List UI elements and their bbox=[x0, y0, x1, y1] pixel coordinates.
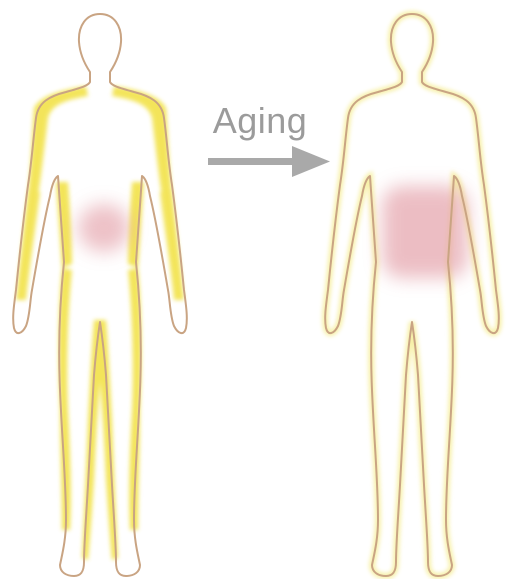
visceral-fat-large bbox=[382, 186, 468, 278]
aged-body-figure bbox=[325, 14, 499, 576]
aging-arrow bbox=[208, 146, 330, 177]
aged-body-outline bbox=[325, 14, 499, 576]
young-body-outline bbox=[13, 14, 187, 576]
arrow-head bbox=[292, 146, 330, 177]
subcutaneous-fat-thin bbox=[325, 14, 499, 576]
arrow-shaft bbox=[208, 158, 294, 165]
visceral-fat-small bbox=[78, 204, 130, 252]
young-body-figure bbox=[13, 14, 187, 576]
aging-label: Aging bbox=[208, 100, 312, 142]
